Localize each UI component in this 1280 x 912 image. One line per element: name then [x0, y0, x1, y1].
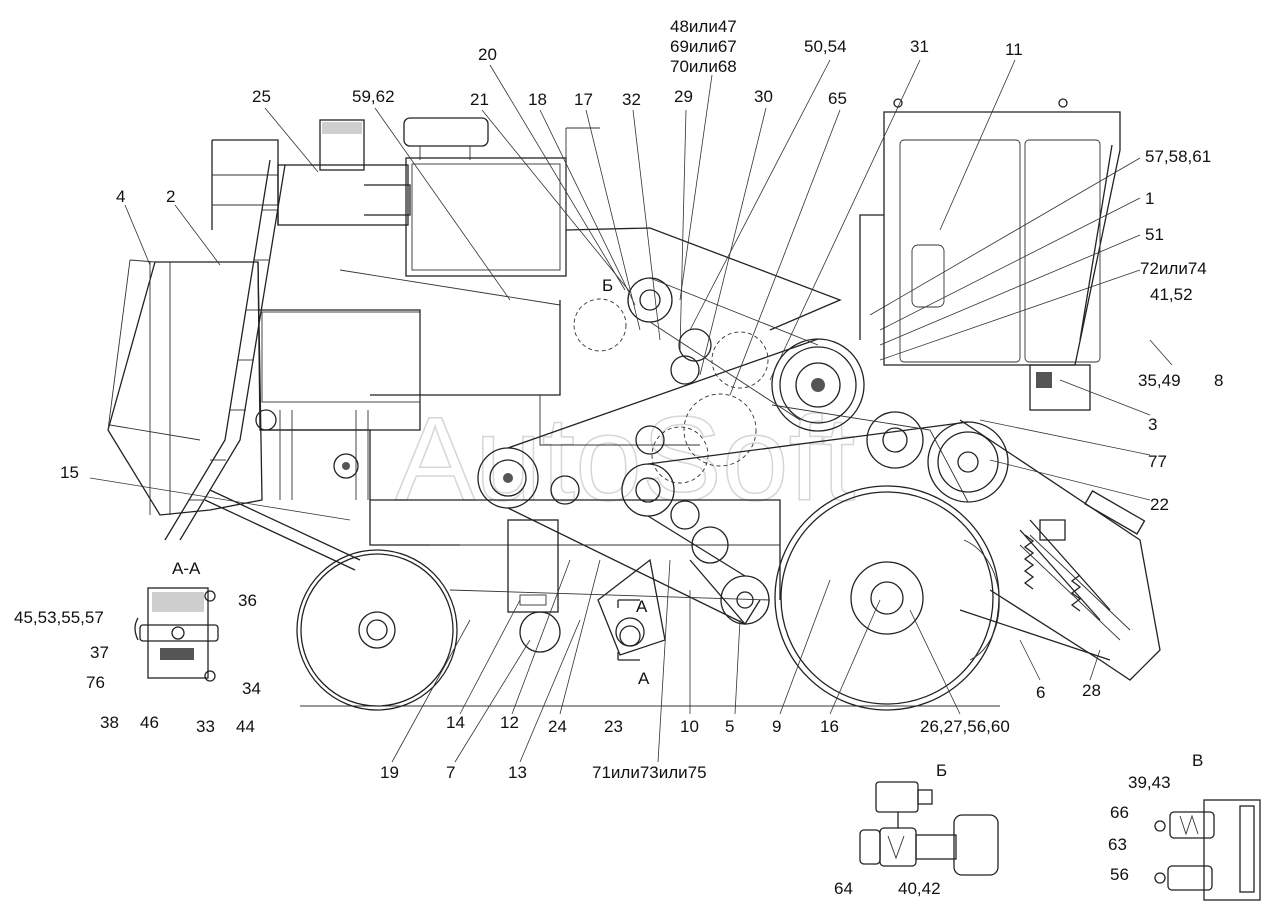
- callout-label: 15: [60, 463, 79, 482]
- callout-label: 46: [140, 713, 159, 732]
- callout-label: 51: [1145, 225, 1164, 244]
- callout-label: 11: [1005, 40, 1023, 59]
- callout-label: 65: [828, 89, 847, 108]
- callout-label: 22: [1150, 495, 1169, 514]
- callout-label: А: [636, 597, 648, 616]
- section-a-a-inset: [134, 587, 219, 682]
- callout-label: 34: [242, 679, 261, 698]
- callout-label: А: [638, 669, 650, 688]
- section-cut-markers: [617, 599, 640, 661]
- callout-label: 36: [238, 591, 257, 610]
- callout-label: 44: [236, 717, 255, 736]
- callout-label: 32: [622, 90, 641, 109]
- callout-label: 69или67: [670, 37, 737, 56]
- callout-label: 40,42: [898, 879, 941, 898]
- callout-labels: 48или47 69или67 70или68 20 50,54 31 11 2…: [14, 17, 1223, 898]
- callout-label: 31: [910, 37, 929, 56]
- callout-label: 48или47: [670, 17, 737, 36]
- callout-label: 77: [1148, 452, 1167, 471]
- callout-label: 14: [446, 713, 465, 732]
- callout-label: 38: [100, 713, 119, 732]
- callout-label: 4: [116, 187, 125, 206]
- callout-label: 16: [820, 717, 839, 736]
- callout-label: 13: [508, 763, 527, 782]
- callout-label: 28: [1082, 681, 1101, 700]
- callout-label: 5: [725, 717, 734, 736]
- callout-label: 39,43: [1128, 773, 1171, 792]
- callout-label: 25: [252, 87, 271, 106]
- callout-label: 76: [86, 673, 105, 692]
- callout-label: 41,52: [1150, 285, 1193, 304]
- callout-label: 1: [1145, 189, 1154, 208]
- callout-label: 3: [1148, 415, 1157, 434]
- callout-label: 37: [90, 643, 109, 662]
- callout-label: 7: [446, 763, 455, 782]
- callout-label: 56: [1110, 865, 1129, 884]
- callout-label: 2: [166, 187, 175, 206]
- callout-label: 59,62: [352, 87, 395, 106]
- callout-label: 72или74: [1140, 259, 1207, 278]
- callout-label: 29: [674, 87, 693, 106]
- callout-label: 18: [528, 90, 547, 109]
- callout-label: 21: [470, 90, 489, 109]
- callout-label: 45,53,55,57: [14, 608, 104, 627]
- callout-label: 6: [1036, 683, 1045, 702]
- callout-label: 19: [380, 763, 399, 782]
- callout-label: 26,27,56,60: [920, 717, 1010, 736]
- detail-v-inset: [1154, 799, 1261, 901]
- callout-label: 66: [1110, 803, 1129, 822]
- callout-label: 23: [604, 717, 623, 736]
- callout-label: 64: [834, 879, 853, 898]
- detail-b-inset: [859, 781, 999, 876]
- callout-label: А-А: [172, 559, 201, 578]
- callout-label: 10: [680, 717, 699, 736]
- callout-label: 9: [772, 717, 781, 736]
- callout-label: 50,54: [804, 37, 847, 56]
- callout-label: Б: [602, 276, 613, 295]
- callout-label: 33: [196, 717, 215, 736]
- callout-label: 70или68: [670, 57, 737, 76]
- leader-lines: [89, 59, 1173, 763]
- callout-label: 63: [1108, 835, 1127, 854]
- callout-label: 17: [574, 90, 593, 109]
- callout-label: 24: [548, 717, 567, 736]
- callout-label: 71или73или75: [592, 763, 707, 782]
- callout-label: В: [1192, 751, 1203, 770]
- callout-label: 30: [754, 87, 773, 106]
- callout-label: 12: [500, 713, 519, 732]
- watermark: AutoSoft: [395, 392, 855, 526]
- callout-label: 35,49: [1138, 371, 1181, 390]
- callout-label: 8: [1214, 371, 1223, 390]
- callout-label: 57,58,61: [1145, 147, 1211, 166]
- callout-label: 20: [478, 45, 497, 64]
- callout-label: Б: [936, 761, 947, 780]
